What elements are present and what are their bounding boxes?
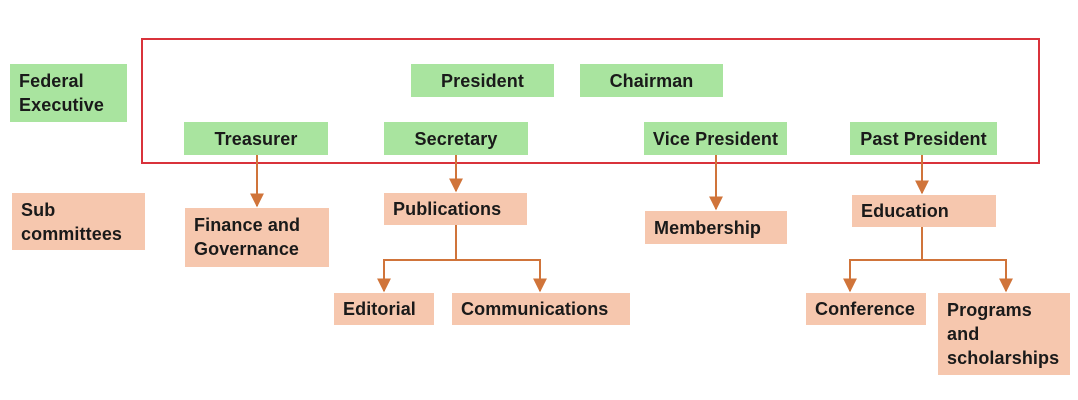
branch-education-right <box>922 259 1013 293</box>
branch-publications <box>377 225 457 293</box>
node-education[interactable]: Education <box>852 195 996 227</box>
row-label-federal-executive: Federal Executive <box>10 64 127 122</box>
row-label-sub-committees: Sub committees <box>12 193 145 250</box>
node-chairman[interactable]: Chairman <box>580 64 723 97</box>
node-communications[interactable]: Communications <box>452 293 630 325</box>
node-conference[interactable]: Conference <box>806 293 926 325</box>
node-publications[interactable]: Publications <box>384 193 527 225</box>
node-treasurer[interactable]: Treasurer <box>184 122 328 155</box>
node-past-president[interactable]: Past President <box>850 122 997 155</box>
branch-education <box>843 227 923 293</box>
federal-executive-frame <box>141 38 1040 164</box>
node-editorial[interactable]: Editorial <box>334 293 434 325</box>
node-president[interactable]: President <box>411 64 554 97</box>
branch-publications-right <box>456 259 547 293</box>
node-finance-and-governance[interactable]: Finance and Governance <box>185 208 329 267</box>
node-membership[interactable]: Membership <box>645 211 787 244</box>
node-programs-and-scholarships[interactable]: Programs and scholarships <box>938 293 1070 375</box>
node-vice-president[interactable]: Vice President <box>644 122 787 155</box>
node-secretary[interactable]: Secretary <box>384 122 528 155</box>
